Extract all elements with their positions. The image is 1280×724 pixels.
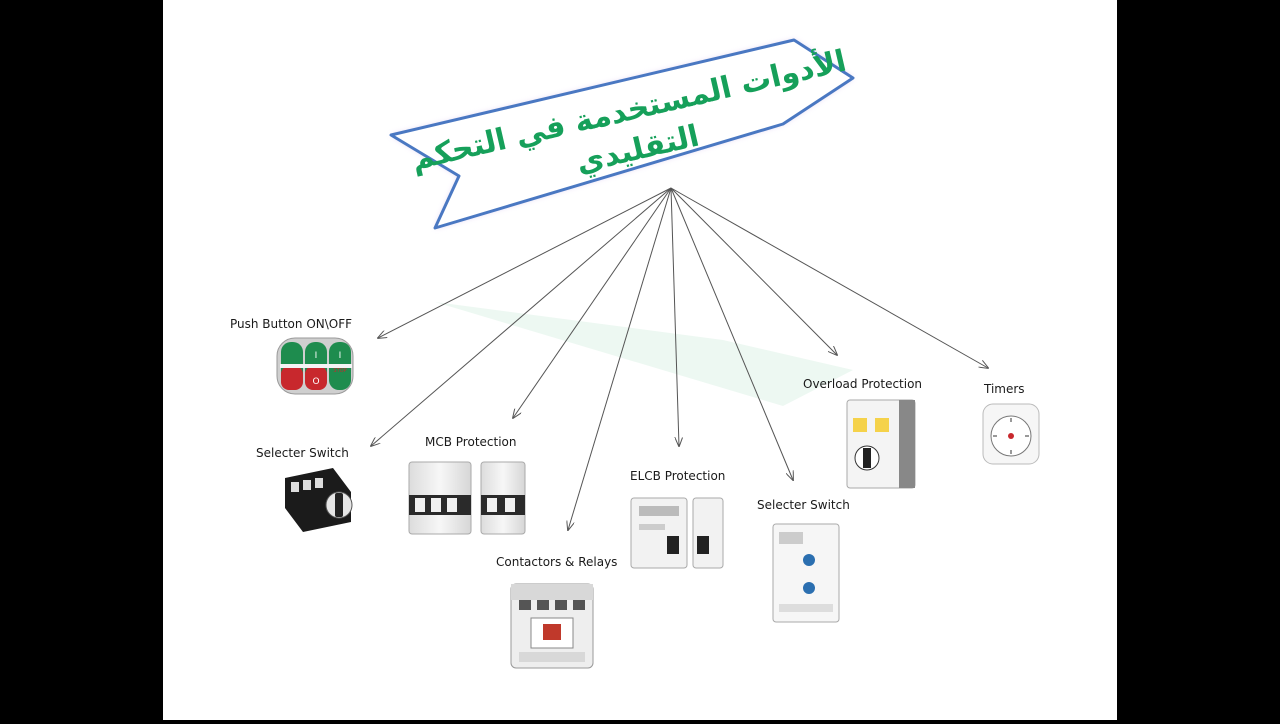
title-banner: الأدوات المستخدمة في التحكم التقليدي [389, 38, 855, 406]
label-elcb: ELCB Protection [630, 469, 725, 483]
monitoring-relay-switch-icon [772, 523, 840, 623]
push-button-off-glyph: O [312, 377, 319, 387]
elcb-breaker-icon [630, 497, 724, 569]
push-button-icon: I I O STOP [276, 337, 354, 395]
slide: الأدوات المستخدمة في التحكم التقليدي [163, 0, 1117, 720]
push-button-on-glyph-2: I [339, 351, 342, 361]
right-letterbox [1117, 0, 1280, 720]
push-button-on-glyph: I [315, 351, 318, 361]
connector-arrows [371, 187, 988, 530]
arrow-selecter-switch-1 [371, 187, 672, 446]
diagram-canvas: الأدوات المستخدمة في التحكم التقليدي [230, 38, 1040, 669]
mcb-breaker-icon [408, 461, 526, 535]
contactor-relay-icon [510, 583, 594, 669]
arrow-elcb [670, 187, 679, 446]
label-overload: Overload Protection [803, 377, 922, 391]
label-selecter-switch-1: Selecter Switch [256, 446, 349, 460]
rotary-selector-switch-icon [285, 468, 353, 532]
arrow-selecter-switch-2 [670, 187, 793, 480]
arrow-overload [670, 187, 837, 355]
arrow-push-button [378, 187, 672, 338]
arrow-contactors [568, 187, 672, 530]
left-letterbox [0, 0, 163, 720]
push-button-stop-glyph: STOP [333, 368, 346, 374]
label-contactors: Contactors & Relays [496, 555, 617, 569]
timer-icon [982, 403, 1040, 465]
label-push-button: Push Button ON\OFF [230, 317, 352, 331]
arrow-mcb [513, 187, 672, 418]
label-timers: Timers [983, 382, 1025, 396]
arrow-timers [670, 187, 988, 368]
label-selecter-switch-2: Selecter Switch [757, 498, 850, 512]
overload-protection-icon [846, 399, 916, 489]
label-mcb: MCB Protection [425, 435, 517, 449]
